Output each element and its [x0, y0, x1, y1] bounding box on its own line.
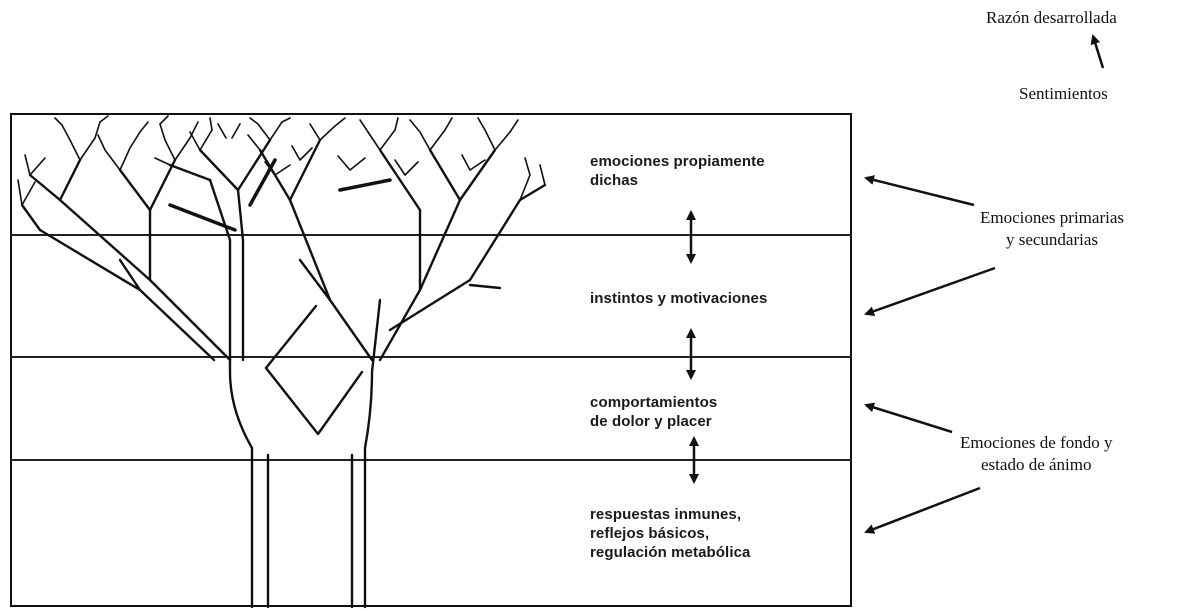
- annotation-text: Emociones primarias: [980, 207, 1124, 229]
- annotation-fondo: Emociones de fondo y estado de ánimo: [960, 432, 1113, 476]
- level-label-respuestas: respuestas inmunes, reflejos básicos, re…: [590, 505, 750, 562]
- level-label-line: comportamientos: [590, 393, 717, 412]
- arrow-fondo-to-level4: [866, 488, 980, 532]
- arrow-primarias-to-level2: [866, 268, 995, 314]
- arrow-fondo-to-level3: [866, 405, 952, 432]
- annotation-text: y secundarias: [980, 229, 1124, 251]
- level-label-emociones: emociones propiamente dichas: [590, 152, 765, 190]
- level-label-instintos: instintos y motivaciones: [590, 289, 767, 308]
- annotation-razon: Razón desarrollada: [986, 7, 1117, 29]
- annotation-text: Sentimientos: [1019, 84, 1108, 103]
- arrow-primarias-to-level1: [866, 178, 974, 205]
- level-label-line: dichas: [590, 171, 765, 190]
- level-label-line: respuestas inmunes,: [590, 505, 750, 524]
- annotation-text: estado de ánimo: [960, 454, 1113, 476]
- level-label-line: reflejos básicos,: [590, 524, 750, 543]
- level-label-line: regulación metabólica: [590, 543, 750, 562]
- annotation-primarias: Emociones primarias y secundarias: [980, 207, 1124, 251]
- arrow-sentimientos-to-razon: [1093, 36, 1103, 68]
- level-label-line: emociones propiamente: [590, 152, 765, 171]
- annotation-text: Emociones de fondo y: [960, 432, 1113, 454]
- level-label-comportamientos: comportamientos de dolor y placer: [590, 393, 717, 431]
- annotation-text: Razón desarrollada: [986, 8, 1117, 27]
- level-label-line: de dolor y placer: [590, 412, 717, 431]
- level-label-line: instintos y motivaciones: [590, 289, 767, 308]
- annotation-sentimientos: Sentimientos: [1019, 83, 1108, 105]
